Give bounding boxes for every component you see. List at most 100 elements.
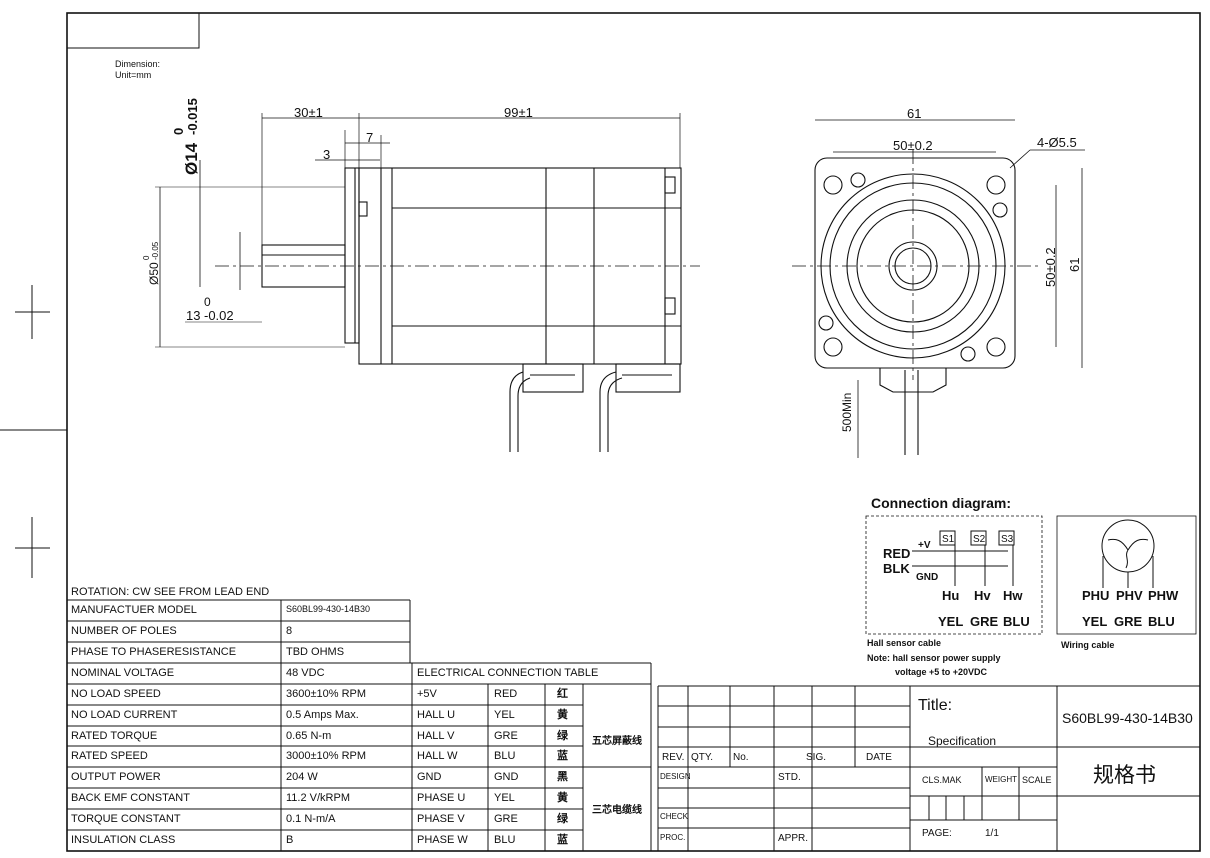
elec-color: YEL (494, 792, 515, 804)
connection-title: Connection diagram: (871, 495, 1011, 511)
side-dimension-text: 30±1 99±1 7 3 Ø14 0 -0.015 Ø50 0 -0.05 0… (142, 98, 533, 323)
elec-signal: GND (417, 771, 442, 783)
elec-color: GRE (494, 730, 518, 742)
svg-text:Ø14: Ø14 (182, 142, 201, 175)
spec-label: RATED SPEED (71, 750, 148, 762)
elec-signal: PHASE V (417, 813, 465, 825)
hall-labels: RED BLK +V GND S1 S2 S3 Hu Hv Hw YEL GRE… (867, 534, 1030, 677)
spec-value: 3600±10% RPM (286, 688, 367, 700)
phase-labels: PHU PHV PHW YEL GRE BLU Wiring cable (1061, 588, 1179, 650)
spec-value: 11.2 V/kRPM (286, 792, 350, 804)
spec-value: 0.5 Amps Max. (286, 709, 359, 721)
elec-cn: 红 (557, 688, 568, 700)
elec-signal: +5V (417, 688, 437, 700)
holes-dim: 4-Ø5.5 (1037, 135, 1077, 150)
hall-box (865, 515, 1043, 635)
elec-color: RED (494, 688, 518, 700)
hall-yel-label: YEL (938, 614, 963, 629)
blk-label: BLK (883, 561, 910, 576)
cn-title: 规格书 (1093, 764, 1156, 787)
svg-text:0: 0 (171, 128, 186, 135)
overall-width-dim: 61 (907, 106, 921, 121)
clsmak-label: CLS.MAK (922, 775, 962, 785)
hall-gre-label: GRE (970, 614, 999, 629)
side-view (155, 113, 700, 452)
design-label: DESIGN (660, 772, 691, 781)
sig-label: SIG. (806, 752, 827, 763)
hall-schematic (912, 530, 1015, 586)
spec-value: S60BL99-430-14B30 (286, 604, 371, 614)
s3-label: S3 (1001, 534, 1014, 545)
front-view (792, 119, 1085, 458)
svg-text:0: 0 (142, 255, 151, 260)
phv-label: PHV (1116, 588, 1143, 603)
spec-label: RATED TORQUE (71, 730, 158, 742)
corner-box (66, 12, 200, 49)
rev-label: REV. (662, 752, 685, 763)
spec-label: OUTPUT POWER (71, 771, 161, 783)
elec-cn: 蓝 (557, 834, 568, 846)
elec-color: YEL (494, 709, 515, 721)
spec-label: INSULATION CLASS (71, 834, 176, 846)
shaft-diameter-dim: Ø14 0 -0.015 (171, 98, 201, 175)
spec-value: 3000±10% RPM (286, 750, 367, 762)
elec-signal: PHASE W (417, 834, 468, 846)
elec-cn: 蓝 (557, 750, 568, 762)
spec-value: 8 (286, 625, 293, 637)
hall-caption: Hall sensor cable (867, 638, 941, 648)
dimension-label: Dimension: (115, 59, 160, 69)
spec-label: MANUFACTUER MODEL (71, 604, 197, 616)
elec-cn: 绿 (557, 730, 568, 742)
sheet-border (66, 12, 1201, 852)
phase-yel-label: YEL (1082, 614, 1107, 629)
overall-height-dim: 61 (1067, 258, 1082, 272)
hall-blu-label: BLU (1003, 614, 1030, 629)
rotation-note: ROTATION: CW SEE FROM LEAD END (71, 586, 270, 598)
appr-label: APPR. (778, 833, 809, 844)
spec-value: 0.65 N-m (286, 730, 332, 742)
svg-text:-0.015: -0.015 (185, 98, 200, 135)
specification-label: Specification (928, 734, 997, 748)
plus-v-label: +V (918, 540, 931, 551)
elec-signal: HALL U (417, 709, 456, 721)
spec-label: NO LOAD SPEED (71, 688, 161, 700)
elec-color: GRE (494, 813, 518, 825)
elec-signal: PHASE U (417, 792, 466, 804)
flange-thickness-dim: 7 (366, 130, 373, 145)
spec-label: NO LOAD CURRENT (71, 709, 178, 721)
phase-gre-label: GRE (1114, 614, 1143, 629)
elec-signal: HALL V (417, 730, 455, 742)
spec-label: TORQUE CONSTANT (71, 813, 181, 825)
hw-label: Hw (1003, 588, 1023, 603)
elec-color: BLU (494, 750, 516, 762)
phw-label: PHW (1148, 588, 1179, 603)
s1-label: S1 (942, 534, 955, 545)
s2-label: S2 (973, 534, 986, 545)
spec-value: 0.1 N-m/A (286, 813, 336, 825)
flat-dim: 13 (186, 308, 200, 323)
date-label: DATE (866, 752, 892, 763)
boss-depth-dim: 3 (323, 147, 330, 162)
weight-label: WEIGHT (985, 775, 1017, 784)
flat-tol-upper: 0 (204, 295, 211, 309)
red-label: RED (883, 546, 910, 561)
margin-marks (0, 285, 67, 578)
elec-cn: 绿 (557, 813, 568, 825)
spec-label: BACK EMF CONSTANT (71, 792, 190, 804)
spec-value: TBD OHMS (286, 646, 345, 658)
check-label: CHECK (660, 812, 689, 821)
svg-text:Ø50: Ø50 (147, 262, 161, 285)
elec-cn: 黄 (557, 709, 568, 721)
title-label: Title: (918, 697, 953, 714)
spec-label: PHASE TO PHASERESISTANCE (71, 646, 237, 658)
phase-schematic (1101, 519, 1155, 588)
elec-cn: 黑 (557, 771, 568, 783)
note-line1: Note: hall sensor power supply (867, 653, 1001, 663)
body-length-dim: 99±1 (504, 105, 533, 120)
note-line2: voltage +5 to +20VDC (895, 667, 988, 677)
std-label: STD. (778, 772, 801, 783)
no-label: No. (733, 752, 749, 763)
unit-label: Unit=mm (115, 70, 151, 80)
qty-label: QTY. (691, 752, 714, 763)
